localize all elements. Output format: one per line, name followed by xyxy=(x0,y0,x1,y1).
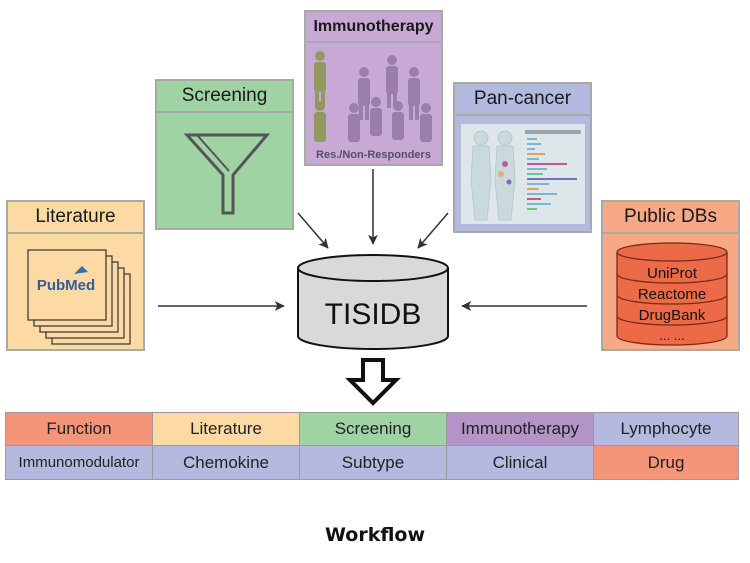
pubmed-pages-icon: PubMed xyxy=(27,249,131,345)
db-item-uniprot: UniProt xyxy=(647,265,698,282)
category-screening: Screening xyxy=(299,412,447,446)
immunotherapy-source-box: Immunotherapy Res./Non-Responders xyxy=(304,10,443,166)
category-literature: Literature xyxy=(152,412,300,446)
patients-icon xyxy=(314,51,432,142)
database-stack-icon: UniProt Reactome DrugBank ... ... xyxy=(616,242,728,346)
category-lymphocyte: Lymphocyte xyxy=(593,412,739,446)
category-chemokine: Chemokine xyxy=(152,445,300,480)
category-drug: Drug xyxy=(593,445,739,480)
flow-arrows: TISIDB xyxy=(158,169,587,406)
body-chart-thumbnail xyxy=(461,124,585,224)
screening-title: Screening xyxy=(157,81,292,113)
category-subtype: Subtype xyxy=(299,445,447,480)
literature-title: Literature xyxy=(8,202,143,234)
db-item-reactome: Reactome xyxy=(638,286,706,303)
arrow-pancancer-to-tisidb xyxy=(417,212,449,249)
pancancer-source-box: Pan-cancer xyxy=(453,82,592,233)
arrow-screening-to-tisidb xyxy=(297,212,329,249)
screening-source-box: Screening xyxy=(155,79,294,230)
literature-source-box: Literature PubMed xyxy=(6,200,145,351)
category-immunomodulator: Immunomodulator xyxy=(5,445,153,480)
category-clinical: Clinical xyxy=(446,445,594,480)
down-arrow-icon xyxy=(345,358,401,406)
category-immunotherapy: Immunotherapy xyxy=(446,412,594,446)
publicdbs-title: Public DBs xyxy=(603,202,738,234)
category-function: Function xyxy=(5,412,153,446)
tisidb-label: TISIDB xyxy=(325,298,422,331)
db-item-drugbank: DrugBank xyxy=(639,307,706,324)
pancancer-title: Pan-cancer xyxy=(455,84,590,116)
funnel-icon xyxy=(183,133,271,215)
category-grid: Function Literature Screening Immunother… xyxy=(5,412,739,480)
immunotherapy-caption: Res./Non-Responders xyxy=(316,149,431,161)
figure-caption: Workflow xyxy=(324,524,426,546)
db-item-more: ... ... xyxy=(659,328,684,343)
immunotherapy-title: Immunotherapy xyxy=(306,12,441,43)
tisidb-database: TISIDB xyxy=(297,254,449,350)
publicdbs-source-box: Public DBs UniProt Reactome DrugBank ...… xyxy=(601,200,740,351)
pubmed-logo: PubMed xyxy=(37,277,95,294)
